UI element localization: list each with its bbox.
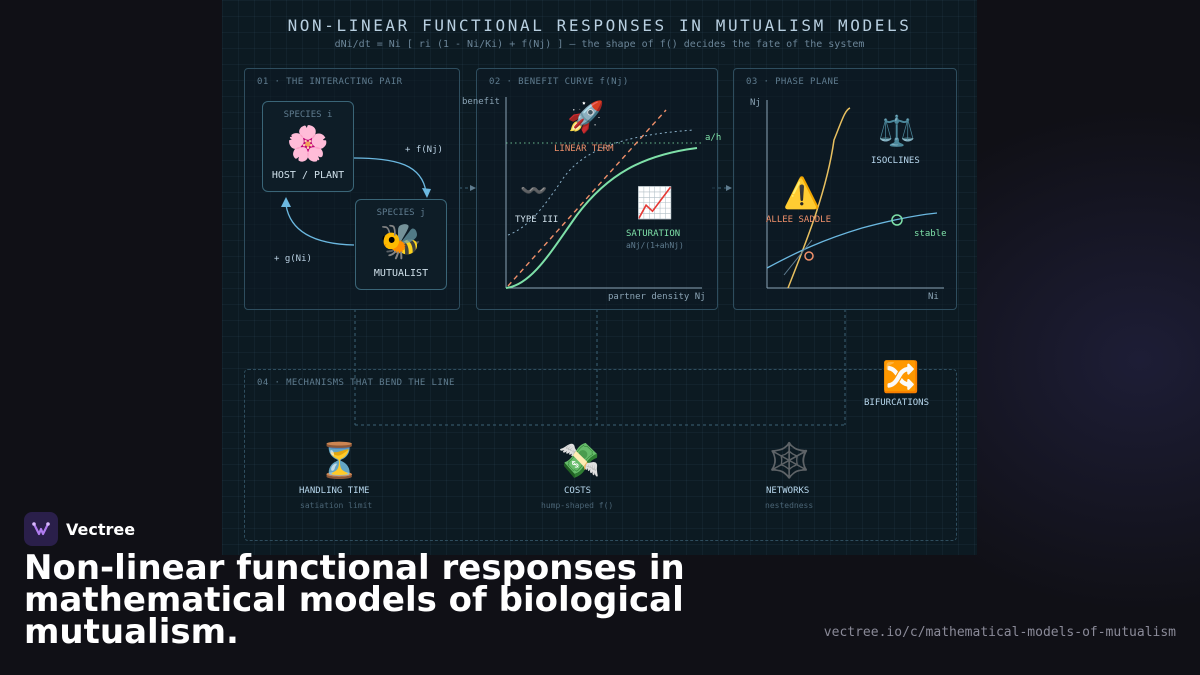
isoclines-label: ISOCLINES [871, 156, 920, 166]
mechanism-costs-label: COSTS [564, 486, 592, 496]
benefit-y-label: benefit [462, 97, 500, 107]
phase-x-label: Ni [928, 292, 939, 302]
species-i-tag: SPECIES i [283, 110, 333, 120]
arrow-label-f: + f(Nj) [405, 145, 443, 155]
asymptote-label: a/h [705, 133, 722, 143]
species-i-label: HOST / PLANT [271, 170, 345, 181]
linear-term-line [507, 109, 667, 287]
rocket-icon: 🚀 [567, 100, 605, 135]
type3-curve [507, 129, 695, 236]
type3-label: TYPE III [515, 215, 559, 225]
mechanism-handling-time-label: HANDLING TIME [299, 486, 370, 496]
mechanism-handling-time-sub: satiation limit [300, 501, 373, 510]
species-i-node: SPECIES i 🌸 HOST / PLANT [262, 101, 354, 192]
stable-point [891, 214, 903, 226]
arrow-head-2-3 [726, 185, 732, 191]
page-headline: Non-linear functional responses in mathe… [24, 548, 685, 652]
brand-name: Vectree [66, 520, 136, 539]
panel-mechanisms: 04 · MECHANISMS THAT BEND THE LINE [244, 369, 957, 541]
warning-icon: ⚠️ [783, 176, 821, 211]
diagram-canvas: NON-LINEAR FUNCTIONAL RESPONSES IN MUTUA… [222, 0, 977, 555]
page-url[interactable]: vectree.io/c/mathematical-models-of-mutu… [823, 625, 1176, 640]
diagram-title: NON-LINEAR FUNCTIONAL RESPONSES IN MUTUA… [287, 16, 912, 35]
species-j-tag: SPECIES j [376, 208, 426, 218]
allee-saddle-point [804, 251, 814, 261]
allee-saddle-label: ALLEE SADDLE [766, 215, 832, 225]
benefit-curve-plot [505, 97, 702, 289]
flower-icon: 🌸 [286, 124, 330, 164]
mechanism-costs-sub: hump-shaped f() [541, 501, 614, 510]
phase-y-label: Nj [750, 98, 761, 108]
diagram-subtitle: dNi/dt = Ni [ ri (1 - Ni/Ki) + f(Nj) ] —… [334, 39, 865, 50]
species-j-node: SPECIES j 🐝 MUTUALIST [355, 199, 447, 290]
chart-increasing-icon: 📈 [636, 186, 674, 221]
saturation-formula: aNj/(1+ahNj) [626, 241, 684, 250]
panel-phase-plane-title: 03 · PHASE PLANE [746, 77, 840, 87]
bee-icon: 🐝 [379, 222, 423, 262]
spider-web-icon: 🕸️ [768, 441, 811, 481]
panel-benefit-curve: 02 · BENEFIT CURVE f(Nj) [476, 68, 718, 310]
bifurcations-label: BIFURCATIONS [864, 398, 930, 408]
isocline-blue [766, 212, 938, 269]
arrow-head-1-2 [470, 185, 476, 191]
balance-scale-icon: ⚖️ [878, 114, 916, 149]
species-j-label: MUTUALIST [373, 268, 429, 279]
wave-icon: 〰️ [520, 179, 548, 204]
hourglass-icon: ⏳ [318, 441, 361, 481]
shuffle-icon: 🔀 [882, 360, 920, 395]
panel-interacting-pair-title: 01 · THE INTERACTING PAIR [257, 77, 403, 87]
arrow-label-g: + g(Ni) [274, 254, 312, 264]
mechanism-networks-label: NETWORKS [766, 486, 810, 496]
interaction-arrows [281, 157, 431, 246]
connector-lines [354, 185, 846, 426]
money-wings-icon: 💸 [558, 441, 601, 481]
saturation-curve [505, 147, 698, 289]
vectree-logo-icon [24, 512, 58, 546]
stable-label: stable [914, 229, 947, 239]
phase-plane-plot [766, 100, 944, 289]
panel-phase-plane: 03 · PHASE PLANE [733, 68, 957, 310]
saturation-label: SATURATION [626, 229, 681, 239]
panel-mechanisms-title: 04 · MECHANISMS THAT BEND THE LINE [257, 378, 455, 388]
linear-term-label: LINEAR TERM [554, 144, 614, 154]
panel-benefit-curve-title: 02 · BENEFIT CURVE f(Nj) [489, 77, 629, 87]
mechanism-networks-sub: nestedness [765, 501, 814, 510]
benefit-x-label: partner density Nj [608, 292, 706, 302]
